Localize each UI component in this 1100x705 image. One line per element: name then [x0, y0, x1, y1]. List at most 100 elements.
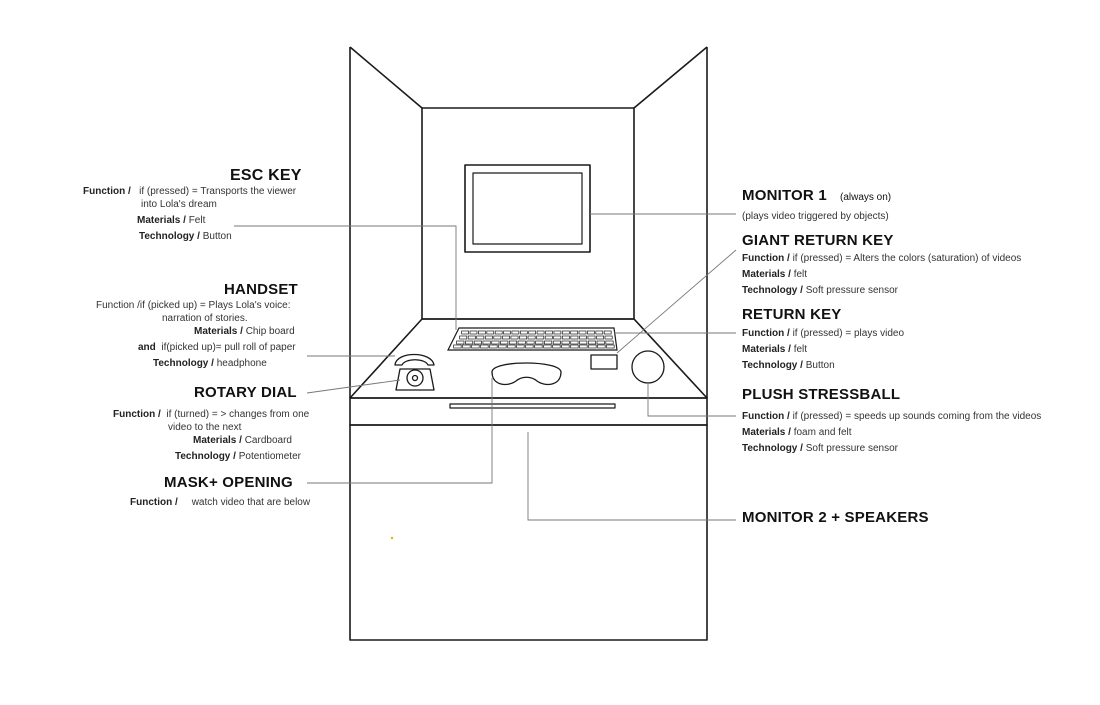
keyboard-key: [543, 344, 552, 349]
keyboard-key: [503, 330, 511, 335]
keyboard-key: [596, 335, 605, 340]
keyboard-key: [480, 344, 489, 349]
return-key-technology-text: Button: [805, 360, 835, 371]
esc-key-materials-text: Felt: [188, 215, 206, 226]
leader-mask: [307, 378, 493, 484]
keyboard-key: [484, 335, 493, 340]
return-key-technology-label: Technology /: [742, 360, 803, 371]
keyboard-key: [604, 335, 613, 340]
keyboard-key: [570, 335, 579, 340]
keyboard-key: [588, 344, 597, 349]
monitor-1-screen: [472, 172, 583, 245]
keyboard-key: [519, 335, 528, 340]
esc-key-title: ESC KEY: [230, 167, 302, 184]
handset-materials-text: Chip board: [245, 326, 295, 337]
keyboard-key: [510, 335, 519, 340]
handset-title: HANDSET: [224, 281, 298, 298]
giant-return-key-function-label: Function /: [742, 253, 790, 264]
keyboard-key: [526, 340, 535, 345]
keyboard-key: [489, 344, 498, 349]
keyboard-key: [536, 335, 545, 340]
right-wing-top: [633, 46, 708, 109]
handset-materials-label: Materials /: [194, 326, 243, 337]
keyboard-key: [469, 330, 478, 335]
keyboard-key: [535, 340, 544, 345]
keyboard-key: [465, 340, 474, 345]
keyboard-key: [491, 340, 500, 345]
keyboard-key: [528, 330, 537, 335]
rotary-dial-function-text-2: video to the next: [168, 422, 242, 433]
giant-return-key-function-text: if (pressed) = Alters the colors (satura…: [792, 253, 1022, 264]
keyboard-key: [570, 344, 579, 349]
keyboard-key: [579, 344, 588, 349]
return-key-materials-label: Materials /: [742, 344, 791, 355]
esc-key-function-text-1: if (pressed) = Transports the viewer: [139, 186, 297, 197]
monitor-1-description: (plays video triggered by objects): [742, 211, 889, 222]
keyboard-key: [493, 335, 502, 340]
plush-stressball-title: PLUSH STRESSBALL: [742, 386, 901, 403]
rotary-dial-technology: Technology / Potentiometer: [175, 450, 301, 463]
handset-function-line-2: narration of stories.: [162, 313, 248, 324]
keyboard-key: [587, 335, 596, 340]
leader-stressball: [647, 383, 736, 417]
leader-giant-return: [616, 249, 737, 354]
rotary-dial-function-label: Function /: [113, 409, 161, 420]
esc-key-materials-label: Materials /: [137, 215, 186, 226]
mask-opening-title: MASK+ OPENING: [164, 474, 293, 491]
keyboard-key: [570, 330, 579, 335]
keyboard-key: [606, 344, 615, 349]
lower-cabinet: [349, 424, 708, 641]
plush-stressball-materials: Materials / foam and felt: [742, 426, 852, 439]
plush-stressball-function-text: if (pressed) = speeds up sounds coming f…: [792, 411, 1042, 422]
opening-slot: [449, 403, 616, 409]
handset-technology-label: Technology /: [153, 358, 214, 369]
mask-opening-function-text: watch video that are below: [191, 497, 311, 508]
monitor-2-title: MONITOR 2 + SPEAKERS: [742, 509, 929, 526]
handset-materials: Materials / Chip board: [194, 325, 295, 338]
keyboard-key: [467, 335, 476, 340]
keyboard-key: [500, 340, 509, 345]
keyboard-key: [579, 335, 587, 340]
keyboard-key: [507, 344, 516, 349]
keyboard-key: [545, 330, 553, 335]
leader-rotary-dial: [306, 379, 401, 394]
esc-key-materials: Materials / Felt: [137, 214, 205, 227]
keyboard-key: [544, 335, 553, 340]
keyboard-key: [561, 335, 570, 340]
handset-function-text-1: Function /if (picked up) = Plays Lola's …: [96, 300, 291, 311]
esc-key-technology-label: Technology /: [139, 231, 200, 242]
giant-return-key-materials-text: felt: [793, 269, 808, 280]
leader-esc-key: [234, 225, 457, 330]
keyboard-key: [595, 330, 604, 335]
keyboard-key: [511, 330, 520, 335]
rotary-dial-function-text-1: if (turned) = > changes from one: [166, 409, 310, 420]
plush-stressball-function: Function / if (pressed) = speeds up soun…: [742, 410, 1041, 423]
handset-technology-text: headphone: [216, 358, 267, 369]
keyboard-key: [486, 330, 495, 335]
keyboard-key: [456, 340, 465, 345]
giant-return-key-materials: Materials / felt: [742, 268, 807, 281]
keyboard-key: [517, 340, 526, 345]
keyboard-key: [459, 335, 468, 340]
keyboard-key: [527, 335, 536, 340]
desk-front: [349, 397, 708, 426]
keyboard-key: [587, 330, 595, 335]
keyboard-key: [453, 344, 462, 349]
monitor-1-frame: [464, 164, 591, 253]
keyboard-key: [578, 330, 587, 335]
keyboard-key: [552, 344, 561, 349]
handset-technology: Technology / headphone: [153, 357, 267, 370]
monitor-1-title: MONITOR 1: [742, 187, 827, 204]
esc-key-function-text-2: into Lola's dream: [141, 199, 217, 210]
return-key-function: Function / if (pressed) = plays video: [742, 327, 904, 340]
esc-key-function-label: Function /: [83, 186, 131, 197]
giant-return-key-technology-label: Technology /: [742, 285, 803, 296]
plush-stressball-materials-label: Materials /: [742, 427, 791, 438]
rotary-dial-technology-text: Potentiometer: [238, 451, 301, 462]
plush-stressball-materials-text: foam and felt: [793, 427, 852, 438]
back-panel: [421, 107, 635, 320]
rotary-dial-function: Function / if (turned) = > changes from …: [113, 408, 309, 421]
keyboard-key: [536, 330, 545, 335]
